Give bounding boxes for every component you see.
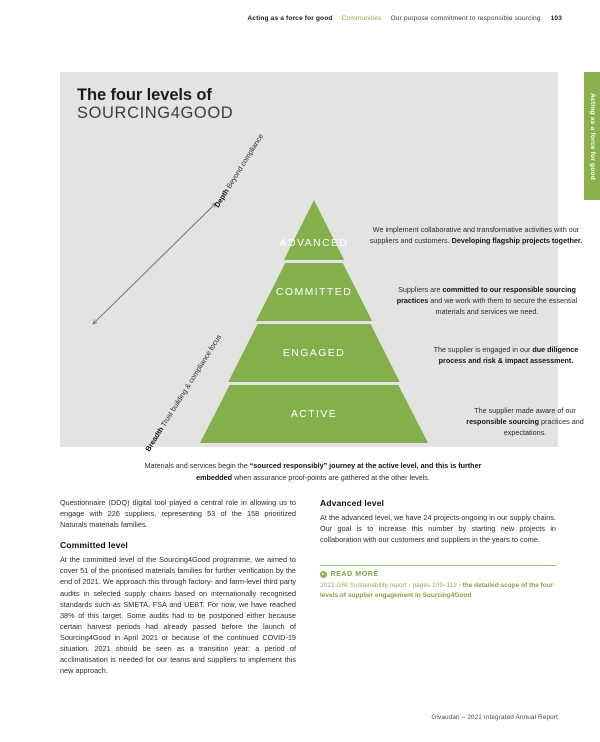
left-intro-paragraph: Questionnaire (DDQ) digital tool played … — [60, 498, 296, 530]
engaged-desc-part-1: The supplier is engaged in our — [433, 345, 533, 354]
body-column-left: Questionnaire (DDQ) digital tool played … — [60, 497, 296, 685]
figure-caption: Materials and services begin the “source… — [138, 460, 488, 483]
page-footer: Givaudan – 2021 Integrated Annual Report — [0, 714, 600, 721]
header-description: Our purpose commitment to responsible so… — [390, 15, 541, 22]
pyramid-tier-active-description: The supplier made aware of our responsib… — [458, 405, 592, 438]
pyramid-tier-advanced-description: We implement collaborative and transform… — [360, 224, 592, 246]
pyramid-tier-engaged-description: The supplier is engaged in our due dilig… — [420, 344, 592, 366]
pyramid-tier-committed-label: COMMITTED — [275, 286, 353, 298]
header-section-title: Acting as a force for good — [247, 15, 333, 22]
committed-desc-bold: committed to our responsible sourcing pr… — [396, 285, 576, 306]
figure-title: The four levels of SOURCING4GOOD — [77, 86, 234, 123]
figure-caption-bold: “sourced responsibly” journey at the act… — [196, 461, 482, 482]
figure-caption-part-2: when assurance proof-points are gathered… — [232, 472, 430, 482]
body-column-right: Advanced level At the advanced level, we… — [320, 497, 556, 554]
figure-title-line-1: The four levels of — [77, 86, 212, 104]
axis-label-depth-text: Beyond compliance — [224, 132, 266, 191]
pyramid-tier-active-shape — [200, 385, 428, 443]
pyramid-tier-active: ACTIVE — [200, 385, 428, 443]
read-more-text[interactable]: 2021 GRI Sustainability report › pages 1… — [320, 581, 556, 601]
read-more-title: READ MORE — [330, 571, 379, 578]
advanced-level-paragraph: At the advanced level, we have 24 projec… — [320, 513, 556, 545]
axis-label-depth: Depth Beyond compliance — [212, 132, 265, 209]
figure-caption-part-1: Materials and services begin the — [144, 461, 250, 470]
play-circle-icon — [320, 571, 327, 578]
section-edge-tab: Acting as a force for good — [584, 72, 600, 200]
advanced-desc-bold: Developing flagship projects together. — [451, 236, 583, 246]
pyramid-tier-committed: COMMITTED — [200, 263, 428, 321]
figure-title-line-2: SOURCING4GOOD — [77, 103, 234, 122]
committed-level-paragraph: At the committed level of the Sourcing4G… — [60, 555, 296, 676]
pyramid-tier-active-label: ACTIVE — [290, 408, 338, 420]
footer-text: Givaudan – 2021 Integrated Annual Report — [431, 714, 558, 721]
active-desc-part-1: The supplier made aware of our — [474, 406, 576, 415]
axis-label-breadth-bold: Breadth — [143, 425, 166, 453]
figure-panel: The four levels of SOURCING4GOOD Depth B… — [60, 72, 584, 482]
page-running-header: Acting as a force for good Communities O… — [0, 15, 600, 27]
active-desc-bold: responsible sourcing — [466, 417, 539, 427]
pyramid-diagram: ADVANCED COMMITTED ENGAGED ACTIVE — [200, 200, 428, 453]
pyramid-tier-advanced: ADVANCED — [200, 200, 428, 260]
read-more-text-part-1: 2021 GRI Sustainability report › pages 1… — [320, 582, 463, 589]
pyramid-tier-engaged: ENGAGED — [200, 324, 428, 382]
committed-desc-part-2: and we work with them to secure the esse… — [428, 296, 578, 317]
pyramid-tier-advanced-label: ADVANCED — [279, 237, 349, 249]
section-edge-tab-label: Acting as a force for good — [588, 92, 596, 180]
committed-desc-part-1: Suppliers are — [398, 285, 443, 294]
pyramid-tier-committed-description: Suppliers are committed to our responsib… — [382, 284, 592, 317]
active-desc-part-2: practices and expectations. — [503, 417, 584, 438]
read-more-text-bold: the detailed scope of the four levels of… — [320, 582, 554, 599]
engaged-desc-bold: due diligence process and risk & impact … — [438, 345, 579, 366]
pyramid-tier-engaged-shape — [228, 324, 400, 382]
header-page-number: 103 — [550, 15, 562, 22]
read-more-header: READ MORE — [320, 571, 556, 578]
advanced-level-heading: Advanced level — [320, 498, 384, 508]
read-more-callout[interactable]: READ MORE 2021 GRI Sustainability report… — [320, 565, 556, 601]
header-subsection-title: Communities — [341, 15, 382, 22]
committed-level-heading: Committed level — [60, 540, 128, 551]
pyramid-tier-engaged-label: ENGAGED — [282, 347, 346, 359]
advanced-desc-part-1: We implement collaborative and transform… — [369, 225, 580, 246]
